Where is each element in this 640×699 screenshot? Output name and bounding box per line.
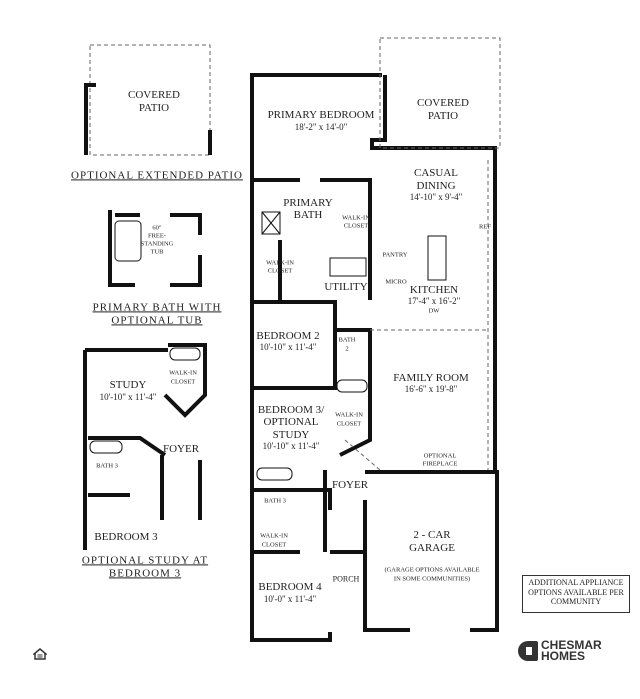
garage-label: 2 - CAR [413,528,451,541]
inset-covered-patio-label-2: PATIO [138,101,170,114]
bath-2-label: BATH [338,336,356,344]
primary-walkin-closet-label-2: CLOSET [343,222,369,230]
primary-walkin-closet-label: WALK-IN [342,214,370,222]
optional-tub-walls [108,210,202,287]
bedroom-2-dims: 10'-10" x 11'-4" [259,342,317,353]
chesmar-homes-logo: CHESMAR HOMES [518,638,602,664]
study-bedroom-label: BEDROOM 3 [94,530,158,543]
study-closet-label-2: CLOSET [170,378,196,386]
covered-patio-label-2: PATIO [427,109,459,122]
micro-label: MICRO [385,278,407,286]
study-label: STUDY [109,378,147,391]
tub-label-3: STANDING [140,240,174,248]
walkin-closet-label-2: CLOSET [267,267,293,275]
primary-bedroom-dims: 18'-2" x 14'-0" [294,122,348,133]
optional-study-caption-2: BEDROOM 3 [108,567,182,580]
extended-patio-walls [84,83,212,155]
covered-patio-label: COVERED [417,96,469,109]
casual-dining-label: CASUAL [413,166,459,179]
bedroom-3-label-2: OPTIONAL [263,415,319,428]
foyer-label: FOYER [331,478,369,491]
bedroom-3-label-3: STUDY [272,428,310,441]
bath-3-label: BATH 3 [264,497,286,505]
walkin-closet-3-label-2: CLOSET [336,420,362,428]
study-dims: 10'-10" x 11'-4" [99,392,157,403]
fireplace-label-2: FIREPLACE [422,460,458,468]
tub-label-2: FREE- [147,232,167,240]
casual-dining-dims: 14'-10" x 9'-4" [409,192,463,203]
bedroom-3-dims: 10'-10" x 11'-4" [262,441,320,452]
walkin-closet-3-label: WALK-IN [335,411,363,419]
fireplace-label: OPTIONAL [423,452,457,460]
primary-bedroom-label: PRIMARY BEDROOM [267,108,375,121]
extended-patio-caption: OPTIONAL EXTENDED PATIO [71,169,243,182]
study-foyer-label: FOYER [162,442,200,455]
optional-tub-caption-2: OPTIONAL TUB [111,314,203,327]
garage-label-2: GARAGE [409,541,455,554]
garage-note: (GARAGE OPTIONS AVAILABLE [384,566,480,574]
tub-label-1: 60" [152,224,162,232]
appliance-note-box: ADDITIONAL APPLIANCE OPTIONS AVAILABLE P… [522,575,630,613]
study-bath-label: BATH 3 [96,462,118,470]
pantry-label: PANTRY [382,251,408,259]
kitchen-dims: 17'-4" x 16'-2" [407,296,461,307]
appliance-note-line-1: ADDITIONAL APPLIANCE [528,578,624,587]
bedroom-2-label: BEDROOM 2 [256,329,320,342]
study-closet-label: WALK-IN [169,369,197,377]
optional-study-walls [83,343,207,550]
ref-label: REF [479,223,491,231]
primary-bath-label-2: BATH [293,208,323,221]
optional-study-caption: OPTIONAL STUDY AT [81,554,209,567]
optional-tub-caption: PRIMARY BATH WITH [92,301,222,314]
bath-2-label-2: 2 [345,345,349,353]
utility-label: UTILITY [324,280,368,293]
walkin-closet-4-label: WALK-IN [260,532,288,540]
logo-line-2: HOMES [541,649,586,664]
tub-label-4: TUB [150,248,164,256]
optional-study-fixtures [89,220,201,454]
chesmar-logo-mark-icon [518,641,538,662]
family-room-dims: 16'-6" x 19'-8" [404,384,458,395]
dishwasher-label: DW [428,307,440,315]
fixtures [256,211,447,481]
porch-label: PORCH [332,574,360,584]
walkin-closet-4-label-2: CLOSET [261,541,287,549]
main-walls [250,73,499,642]
kitchen-label: KITCHEN [409,283,459,296]
family-room-label: FAMILY ROOM [393,371,469,384]
primary-bath-label: PRIMARY [283,196,333,209]
walkin-closet-label: WALK-IN [266,259,294,267]
bedroom-3-label: BEDROOM 3/ [257,403,325,416]
bedroom-4-label: BEDROOM 4 [258,580,322,593]
appliance-note-line-3: COMMUNITY [550,597,602,607]
dashed-lines [89,37,501,471]
equal-housing-opportunity-icon [33,648,47,660]
casual-dining-label-2: DINING [416,179,456,192]
inset-covered-patio-label: COVERED [128,88,180,101]
appliance-note-line-2: OPTIONS AVAILABLE PER [528,587,624,597]
logo-line-1: CHESMAR [541,638,602,652]
garage-note-2: IN SOME COMMUNITIES) [393,575,471,583]
bedroom-4-dims: 10'-0" x 11'-4" [263,594,317,605]
